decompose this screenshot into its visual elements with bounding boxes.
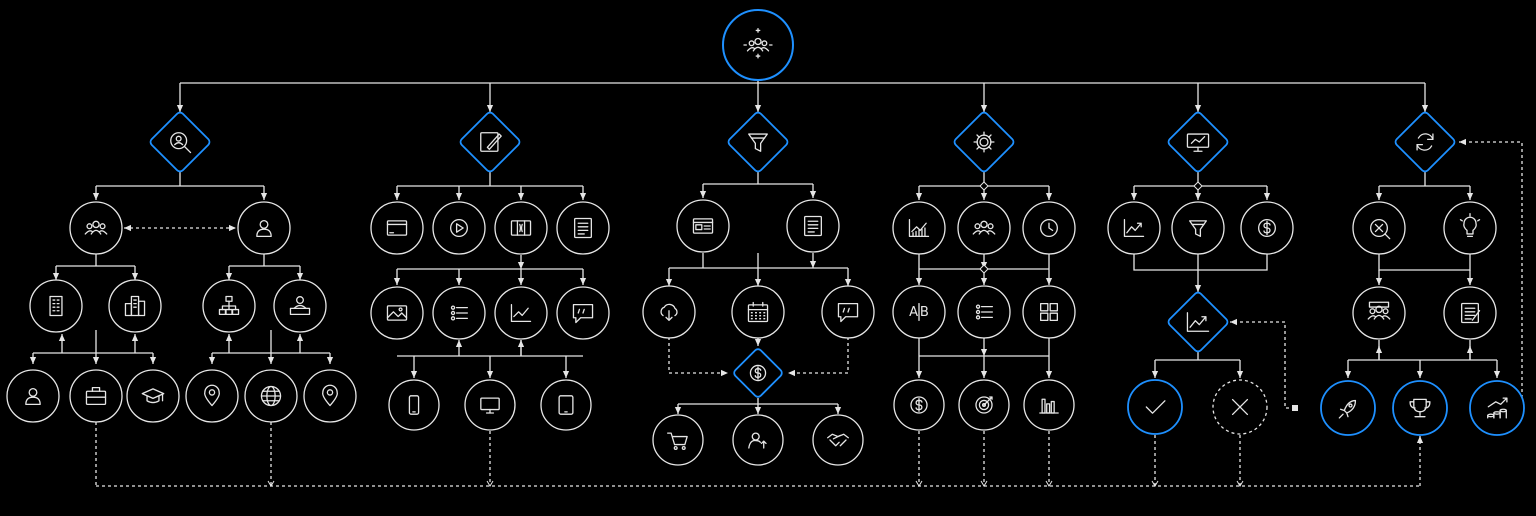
trend-decision-icon[interactable]: [1167, 291, 1229, 353]
analysis-icon[interactable]: [1352, 201, 1406, 255]
refresh-cycle-icon[interactable]: [1394, 111, 1456, 173]
svg-text:A: A: [909, 305, 918, 320]
clock-icon[interactable]: [1022, 201, 1076, 255]
connector-line: [1133, 253, 1268, 271]
tablet-icon[interactable]: [540, 379, 592, 431]
dollar-icon[interactable]: [1240, 201, 1294, 255]
lightbulb-icon[interactable]: [1443, 201, 1497, 255]
person-icon[interactable]: [6, 369, 60, 423]
location-pin-icon[interactable]: [185, 369, 239, 423]
growth-chart-icon[interactable]: [892, 201, 946, 255]
connector-line: [1378, 254, 1471, 271]
bar-chart-icon[interactable]: [1023, 379, 1075, 431]
checklist-icon[interactable]: [957, 285, 1011, 339]
grid-icon[interactable]: [1022, 285, 1076, 339]
city-buildings-icon[interactable]: [108, 279, 162, 333]
user-growth-icon[interactable]: [732, 414, 784, 466]
smartphone-icon[interactable]: [388, 379, 440, 431]
web-form-icon[interactable]: [676, 199, 730, 253]
gear-icon[interactable]: [953, 111, 1015, 173]
notes-icon[interactable]: [1443, 286, 1497, 340]
list-icon[interactable]: [432, 286, 486, 340]
team-network-icon[interactable]: [722, 9, 794, 81]
monitor-chart-icon[interactable]: [1167, 111, 1229, 173]
funnel-icon[interactable]: [1171, 201, 1225, 255]
dollar-icon[interactable]: [733, 348, 784, 399]
handshake-icon[interactable]: [812, 414, 864, 466]
meeting-chat-icon[interactable]: [821, 285, 875, 339]
browser-window-icon[interactable]: [370, 201, 424, 255]
connector-line: [788, 337, 849, 377]
dollar-icon[interactable]: [893, 379, 945, 431]
globe-icon[interactable]: [244, 369, 298, 423]
book-icon[interactable]: [494, 201, 548, 255]
briefcase-icon[interactable]: [69, 369, 123, 423]
trophy-icon[interactable]: [1392, 380, 1448, 436]
calendar-icon[interactable]: [731, 285, 785, 339]
team-meeting-icon[interactable]: [957, 201, 1011, 255]
team-icon[interactable]: [69, 201, 123, 255]
graduation-cap-icon[interactable]: [126, 369, 180, 423]
cart-icon[interactable]: [652, 414, 704, 466]
line-chart-icon[interactable]: [494, 286, 548, 340]
check-icon[interactable]: [1127, 379, 1183, 435]
connector-lines: [29, 81, 1523, 487]
landing-page-icon[interactable]: [786, 199, 840, 253]
connector-line: [668, 337, 728, 377]
growth-coins-icon[interactable]: [1469, 380, 1525, 436]
connector-line: [1459, 138, 1523, 410]
desk-person-icon[interactable]: [273, 279, 327, 333]
cloud-download-icon[interactable]: [642, 285, 696, 339]
search-user-icon[interactable]: [149, 111, 211, 173]
trend-icon[interactable]: [1107, 201, 1161, 255]
office-building-icon[interactable]: [29, 279, 83, 333]
edit-document-icon[interactable]: [459, 111, 521, 173]
funnel-icon[interactable]: [727, 111, 789, 173]
rocket-icon[interactable]: [1320, 380, 1376, 436]
map-pin-icon[interactable]: [303, 369, 357, 423]
quote-chat-icon[interactable]: [556, 286, 610, 340]
desktop-icon[interactable]: [464, 379, 516, 431]
svg-text:B: B: [920, 305, 929, 320]
image-icon[interactable]: [370, 286, 424, 340]
cross-icon[interactable]: [1212, 379, 1268, 435]
org-chart-icon[interactable]: [202, 279, 256, 333]
play-icon[interactable]: [432, 201, 486, 255]
target-icon[interactable]: [958, 379, 1010, 431]
article-icon[interactable]: [556, 201, 610, 255]
user-icon[interactable]: [237, 201, 291, 255]
team-board-icon[interactable]: [1352, 286, 1406, 340]
